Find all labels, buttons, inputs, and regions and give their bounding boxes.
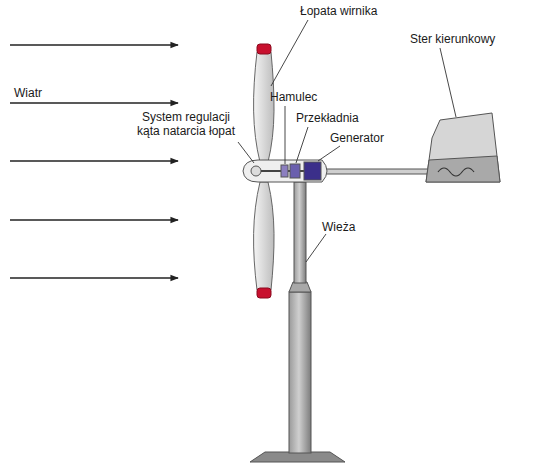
part-label: Wieża [322,220,355,234]
part-label: Ster kierunkowy [410,32,495,46]
wind-arrows [10,45,178,278]
gearbox [290,164,300,178]
wind-label: Wiatr [14,86,42,100]
brake [281,165,288,177]
leader-lines [238,20,456,262]
part-label: Przekładnia [296,111,359,125]
part-label: System regulacji kąta natarcia łopat [130,110,242,138]
part-label: Hamulec [270,90,317,104]
part-label: Generator [330,131,384,145]
part-label: Łopata wirnika [300,4,377,18]
generator [304,162,321,180]
